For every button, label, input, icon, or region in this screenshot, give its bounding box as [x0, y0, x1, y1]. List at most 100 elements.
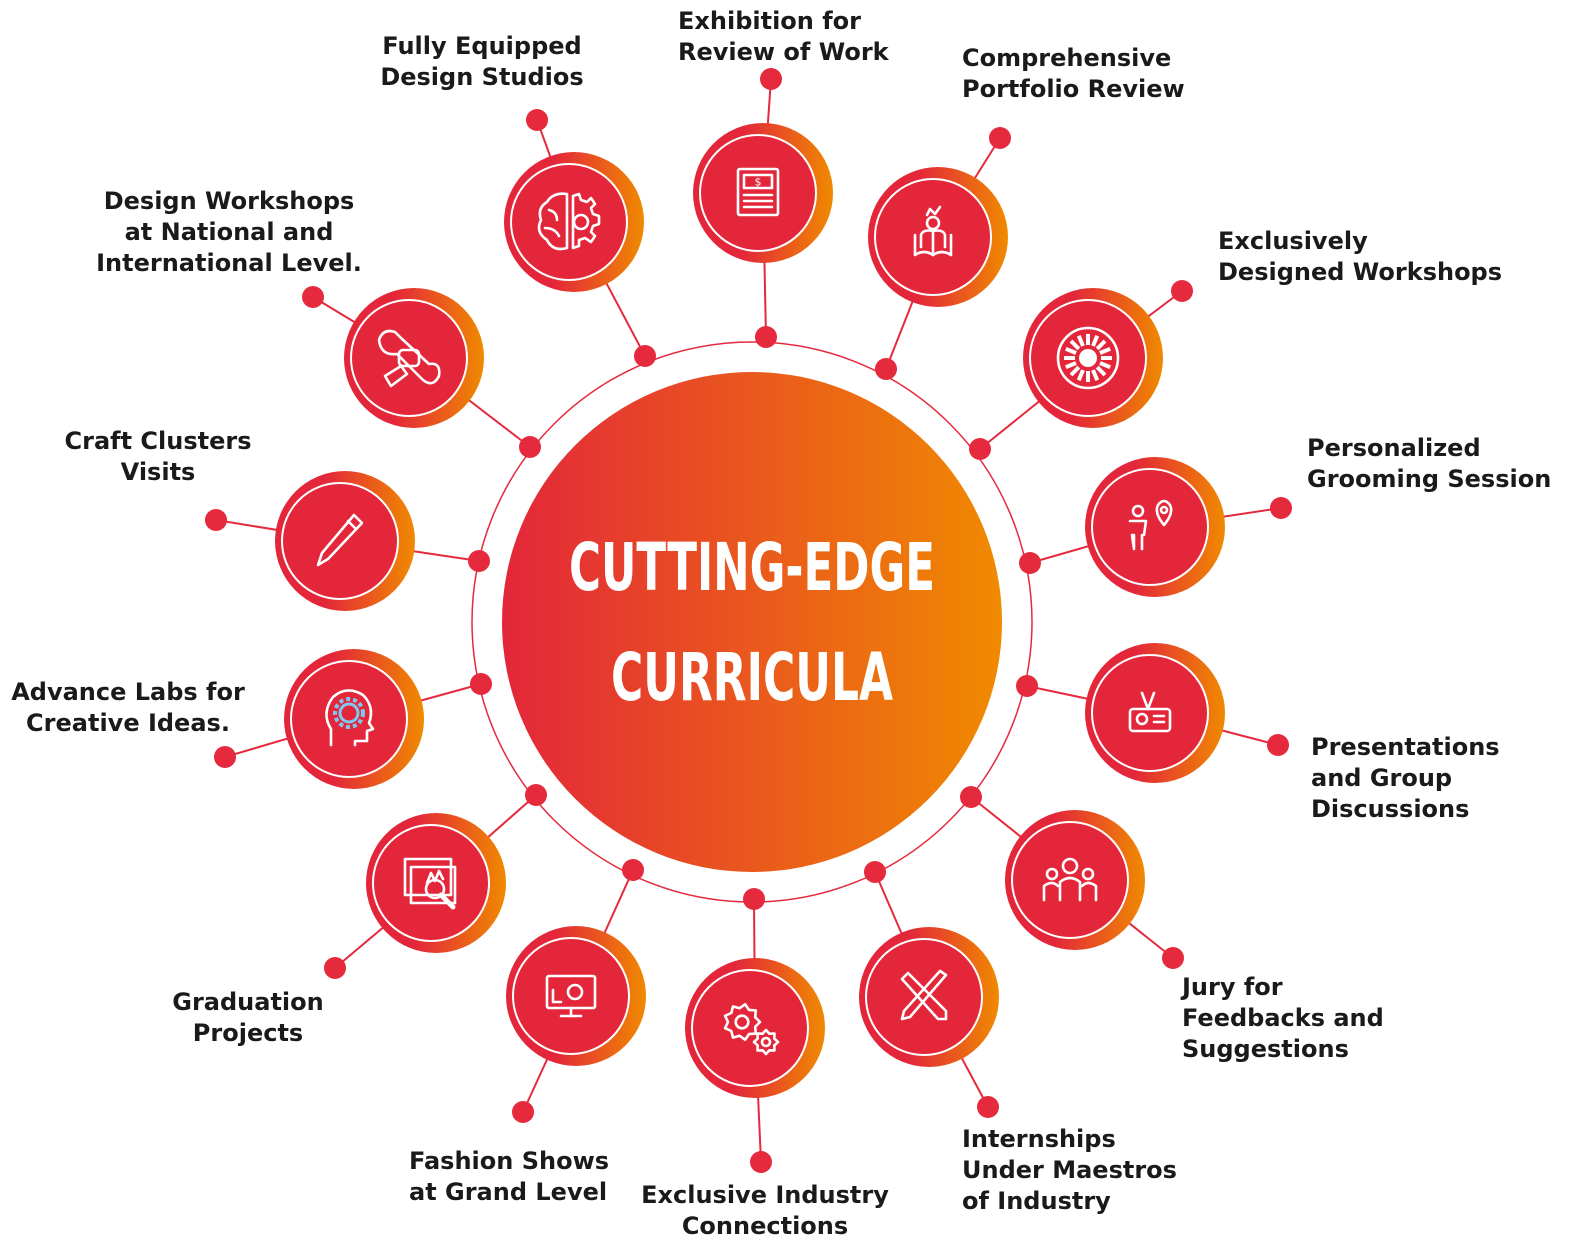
label-line: Projects: [192, 1019, 304, 1047]
spoke-inner-circle-industry: [691, 969, 809, 1087]
spoke-inner-circle-studios: [510, 163, 628, 281]
spoke-node-jury: [960, 786, 1184, 969]
presentation-search-icon: [403, 857, 457, 910]
spoke-inner-circle-fashion: [512, 937, 630, 1055]
label-line: Creative Ideas.: [26, 709, 230, 737]
label-line: Grooming Session: [1307, 465, 1552, 493]
inner-dot-jury: [960, 786, 982, 808]
inner-dot-graduation: [525, 784, 547, 806]
spoke-inner-circle-presentations: [1091, 654, 1209, 772]
outer-dot-design-workshops: [302, 286, 324, 308]
outer-dot-grooming: [1270, 497, 1292, 519]
outer-dot-fashion: [512, 1101, 534, 1123]
label-line: Personalized: [1307, 434, 1481, 462]
outer-dot-studios: [526, 109, 548, 131]
label-line: at Grand Level: [409, 1178, 608, 1206]
label-line: Feedbacks and: [1182, 1004, 1384, 1032]
label-line: Design Studios: [380, 63, 584, 91]
spoke-node-studios: [504, 109, 656, 367]
spoke-node-craft: [205, 471, 490, 611]
inner-dot-studios: [634, 345, 656, 367]
inner-dot-exhibition: [755, 326, 777, 348]
pencil-icon: [316, 513, 364, 567]
spoke-node-workshops-exclusive: [969, 280, 1193, 460]
inner-dot-presentations: [1016, 675, 1038, 697]
brain-gear-icon: [537, 192, 601, 251]
label-line: of Industry: [962, 1187, 1111, 1215]
person-location-icon: [1128, 499, 1173, 551]
inner-dot-grooming: [1019, 552, 1041, 574]
outer-dot-labs: [214, 746, 236, 768]
svg-text:$: $: [755, 176, 762, 189]
spoke-inner-circle-exhibition: [699, 134, 817, 252]
inner-dot-internships: [864, 861, 886, 883]
spoke-inner-circle-grooming: [1091, 468, 1209, 586]
spoke-inner-circle-internships: [865, 938, 983, 1056]
pencil-ruler-icon: [900, 969, 948, 1021]
label-line: Craft Clusters: [64, 427, 252, 455]
spoke-inner-circle-design-workshops: [350, 299, 468, 417]
label-line: Exhibition for: [678, 7, 861, 35]
spoke-node-presentations: [1016, 643, 1289, 783]
label-line: Design Workshops: [103, 187, 355, 215]
spoke-node-industry: [685, 888, 825, 1173]
label-line: Jury for: [1182, 973, 1283, 1001]
label-line: Internships: [962, 1125, 1116, 1153]
outer-dot-graduation: [324, 957, 346, 979]
spoke-inner-circle-labs: [290, 660, 408, 778]
hub-title-line-2: CURRICULA: [611, 639, 893, 716]
group-people-icon: [1042, 857, 1098, 902]
document-icon: $: [736, 167, 780, 217]
spoke-node-labs: [214, 649, 492, 789]
label-line: Portfolio Review: [962, 75, 1185, 103]
label-line: Suggestions: [1182, 1035, 1349, 1063]
spoke-node-portfolio: [868, 127, 1011, 380]
inner-dot-workshops-exclusive: [969, 438, 991, 460]
head-gear-icon: [325, 689, 375, 747]
label-line: Connections: [681, 1212, 849, 1240]
label-line: Designed Workshops: [1218, 258, 1503, 286]
label-line: Exclusive Industry: [641, 1181, 889, 1209]
reading-person-icon: [913, 205, 953, 257]
label-line: Review of Work: [678, 38, 889, 66]
label-line: Advance Labs for: [11, 678, 245, 706]
spoke-node-graduation: [324, 784, 547, 979]
label-line: Comprehensive: [962, 44, 1172, 72]
wrench-fist-icon: [377, 329, 441, 388]
label-line: Fashion Shows: [409, 1147, 610, 1175]
inner-dot-portfolio: [875, 358, 897, 380]
spokes: $: [205, 68, 1292, 1173]
outer-dot-craft: [205, 509, 227, 531]
hub-title: CUTTING-EDGE CURRICULA: [569, 529, 935, 716]
inner-dot-labs: [470, 673, 492, 695]
outer-dot-industry: [750, 1151, 772, 1173]
spoke-node-exhibition: $: [693, 68, 833, 348]
outer-dot-internships: [977, 1096, 999, 1118]
spoke-node-internships: [859, 861, 999, 1118]
projector-icon: [1128, 691, 1172, 733]
label-line: Visits: [120, 458, 196, 486]
spoke-inner-circle-graduation: [372, 824, 490, 942]
outer-dot-portfolio: [989, 127, 1011, 149]
spoke-label-fashion: Fashion Shows at Grand Level: [409, 1146, 609, 1208]
inner-dot-industry: [743, 888, 765, 910]
label-line: Presentations: [1311, 733, 1500, 761]
monitor-gear-icon: [545, 974, 597, 1018]
sunburst-icon: [1056, 326, 1120, 390]
central-hub: [502, 372, 1002, 872]
inner-dot-design-workshops: [519, 436, 541, 458]
spoke-node-design-workshops: [302, 286, 541, 458]
